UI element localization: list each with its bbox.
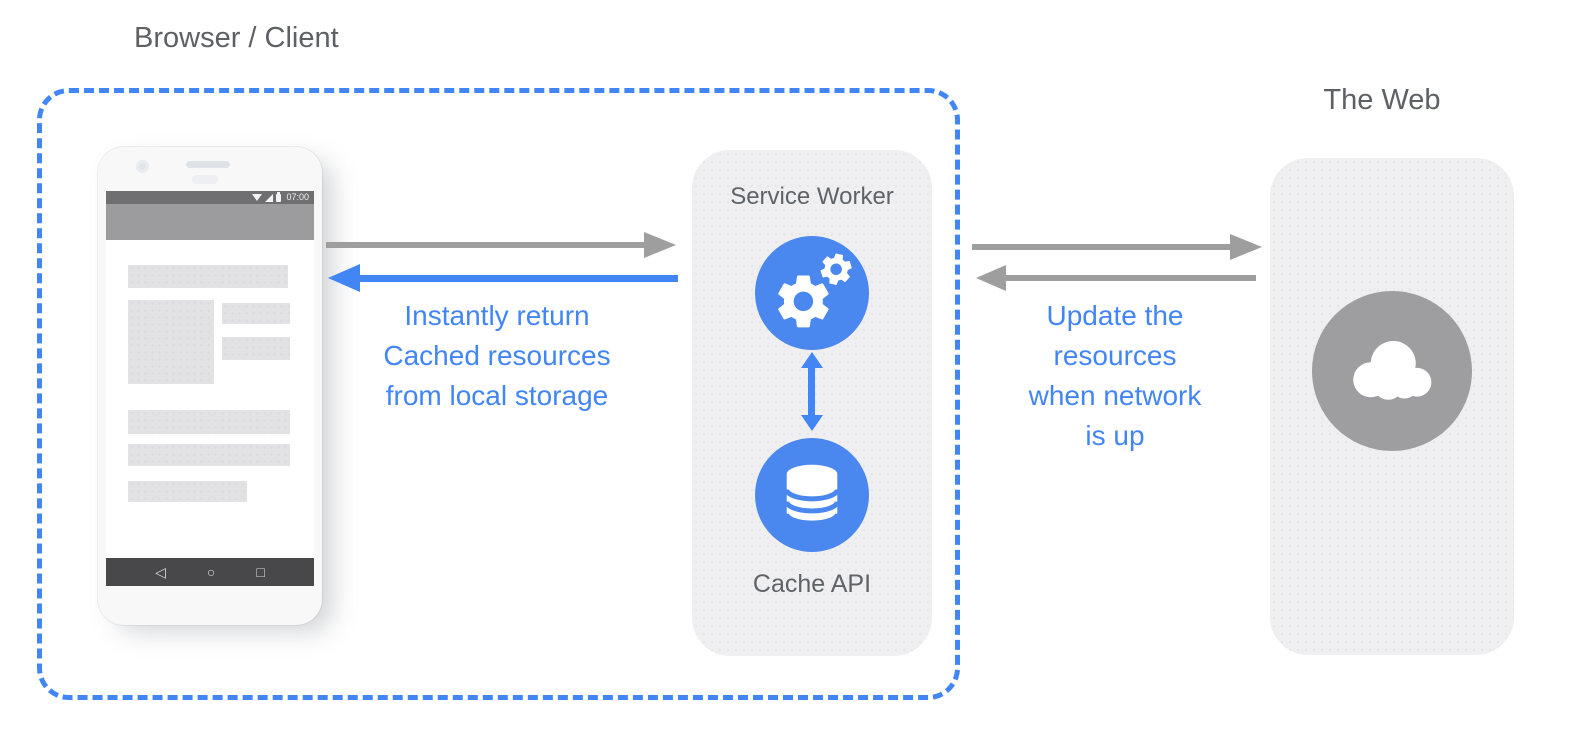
annotation-line: Cached resources [383, 340, 611, 371]
annotation-line: is up [1085, 420, 1145, 451]
network-request-arrow-head [1230, 234, 1262, 260]
speaker-icon [186, 161, 230, 168]
cached-response-arrow-head [328, 264, 360, 292]
wireframe-block [128, 300, 214, 384]
phone-illustration: 07:00 ◁ ○ □ [98, 147, 322, 625]
network-update-annotation: Update the resources when network is up [980, 296, 1250, 456]
cache-api-label: Cache API [752, 570, 872, 598]
wifi-icon [252, 194, 263, 201]
service-worker-title: Service Worker [730, 183, 894, 210]
wireframe-block [222, 303, 290, 324]
wireframe-block [128, 410, 290, 434]
cloud-icon [1312, 291, 1472, 451]
network-request-arrow-line [972, 244, 1232, 250]
camera-icon [136, 160, 149, 173]
status-time: 07:00 [286, 192, 309, 202]
wireframe-block [128, 265, 288, 288]
app-header-bar [106, 204, 314, 240]
wireframe-block [128, 444, 290, 466]
home-icon: ○ [206, 564, 216, 580]
service-worker-panel: Service Worker [692, 150, 932, 656]
cache-sync-arrow-down-head [801, 415, 823, 431]
request-arrow-head [644, 232, 676, 258]
page-wireframe [106, 240, 314, 558]
network-response-arrow-line [1004, 275, 1256, 281]
signal-icon [265, 193, 274, 202]
annotation-line: when network [1028, 380, 1202, 411]
the-web-panel [1270, 158, 1514, 655]
annotation-line: Instantly return [404, 300, 590, 331]
browser-client-label: Browser / Client [134, 22, 339, 54]
request-arrow-line [326, 242, 646, 248]
the-web-label: The Web [1323, 84, 1441, 116]
wireframe-block [128, 481, 247, 502]
cache-sync-arrow-up-head [801, 352, 823, 368]
network-response-arrow-head [976, 265, 1006, 291]
battery-icon [276, 191, 282, 202]
annotation-line: resources [1053, 340, 1177, 371]
annotation-line: Update the [1046, 300, 1184, 331]
sensor-icon [192, 175, 218, 184]
wireframe-block [222, 337, 290, 360]
client-boundary-box [37, 88, 960, 700]
cached-response-arrow-line [358, 275, 678, 282]
phone-status-bar: 07:00 [106, 191, 314, 204]
cache-sync-arrow-line [808, 366, 815, 416]
back-icon: ◁ [155, 564, 166, 580]
phone-nav-bar: ◁ ○ □ [106, 558, 314, 586]
phone-screen: 07:00 ◁ ○ □ [106, 191, 314, 586]
recents-icon: □ [256, 564, 265, 580]
database-icon [755, 438, 869, 552]
cached-return-annotation: Instantly return Cached resources from l… [337, 296, 657, 416]
annotation-line: from local storage [385, 380, 609, 411]
gears-icon [755, 236, 869, 350]
